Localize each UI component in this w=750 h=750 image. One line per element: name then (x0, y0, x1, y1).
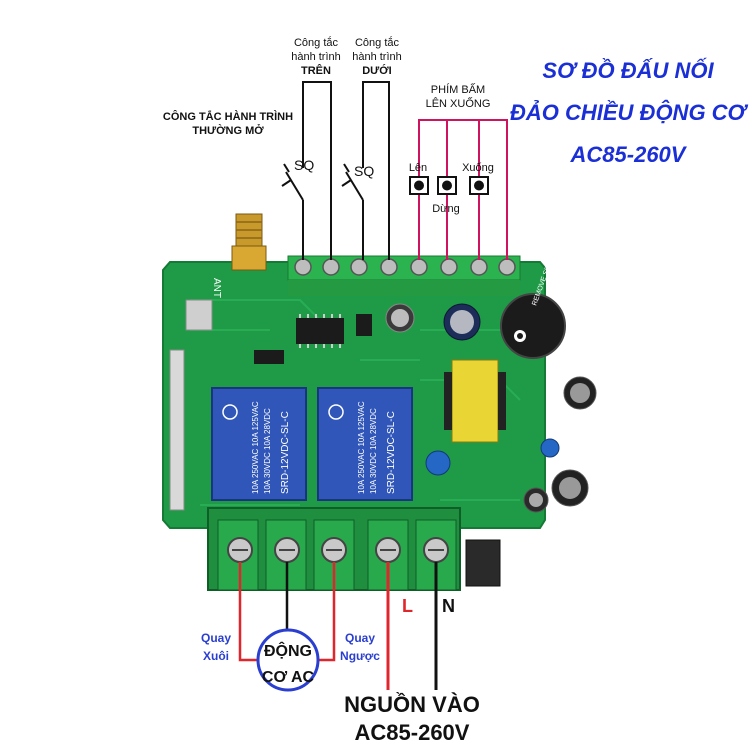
forward-label-1: Quay (201, 631, 231, 645)
relay2-model: SRD-12VDC-SL-C (386, 411, 397, 494)
screw-3 (350, 258, 368, 276)
switch-normally-open-label-2: THƯỜNG MỞ (192, 124, 264, 137)
screw-2 (322, 258, 340, 276)
button-wires (418, 119, 508, 260)
relay1-rating-a: 10A 250VAC 10A 125VAC (251, 401, 260, 494)
switch-bottom-label-1: Công tắc (355, 36, 400, 49)
motor-symbol (256, 628, 320, 692)
relay1-model: SRD-12VDC-SL-C (280, 411, 291, 494)
screw-6 (440, 258, 458, 276)
motor-wires (238, 562, 336, 662)
switch-normally-open-label-1: CÔNG TẮC HÀNH TRÌNH (163, 110, 293, 123)
relay1-rating-b: 10A 30VDC 10A 28VDC (263, 408, 272, 494)
buttons-header-1: PHÍM BẤM (431, 83, 485, 96)
title-line-2: ĐẢO CHIỀU ĐỘNG CƠ (510, 100, 749, 125)
switch-top-label-1: Công tắc (294, 36, 339, 49)
screw-4 (380, 258, 398, 276)
power-input-label-2: AC85-260V (355, 720, 470, 745)
relay-1: SRD-12VDC-SL-C 10A 250VAC 10A 125VAC 10A… (211, 387, 307, 501)
ant-label: ANT (211, 278, 222, 298)
power-labels: L N NGUỒN VÀO AC85-260V (344, 596, 480, 745)
title-line-1: SƠ ĐỒ ĐẤU NỐI (542, 58, 714, 83)
screw-8 (498, 258, 516, 276)
button-down-label: Xuống (462, 162, 494, 174)
button-up-label: Lên (409, 162, 427, 174)
screw-1 (294, 258, 312, 276)
motor-label-2: CƠ AC (262, 669, 315, 686)
screw-7 (470, 258, 488, 276)
switch-labels: Công tắc hành trình TRÊN Công tắc hành t… (163, 36, 402, 179)
switch-bottom-label-2: hành trình (352, 51, 402, 63)
relay2-rating-b: 10A 30VDC 10A 28VDC (369, 408, 378, 494)
button-down-icon (469, 176, 489, 195)
relay-2: SRD-12VDC-SL-C 10A 250VAC 10A 125VAC 10A… (317, 387, 413, 501)
screw-5 (410, 258, 428, 276)
button-labels: PHÍM BẤM LÊN XUỐNG Lên Dừng Xuống (409, 83, 494, 215)
ic-chips (254, 314, 372, 364)
relay2-rating-a: 10A 250VAC 10A 125VAC (357, 401, 366, 494)
switch-top-label-2: hành trình (291, 51, 341, 63)
title-block: SƠ ĐỒ ĐẤU NỐI ĐẢO CHIỀU ĐỘNG CƠ AC85-260… (510, 58, 749, 167)
motor-labels: ĐỘNG CƠ AC Quay Xuôi Quay Ngược (201, 631, 380, 686)
forward-label-2: Xuôi (203, 649, 229, 663)
antenna-connector (231, 213, 267, 271)
top-terminal-screws (294, 258, 516, 276)
switch-bottom-label-3: DƯỚI (362, 64, 392, 77)
button-stop-label: Dừng (432, 203, 460, 215)
reverse-label-2: Ngược (340, 649, 380, 663)
sq-label-2: SQ (354, 163, 374, 179)
switch-top-label-3: TRÊN (301, 64, 331, 77)
buzzer-label: REMOVE SEAL AFTER WASHING (531, 201, 575, 306)
reverse-label-1: Quay (345, 631, 375, 645)
transformer (444, 359, 506, 443)
power-N-label: N (442, 596, 455, 616)
power-L-label: L (402, 596, 413, 616)
title-line-3: AC85-260V (570, 142, 688, 167)
push-buttons (409, 176, 489, 195)
limit-switch-top-symbol (281, 163, 304, 201)
motor-label-1: ĐỘNG (264, 641, 312, 660)
button-stop-icon (437, 176, 457, 195)
limit-switch-bottom-symbol (341, 163, 364, 201)
capacitors (385, 303, 597, 513)
buttons-header-2: LÊN XUỐNG (426, 96, 491, 110)
bottom-terminal-screws (227, 537, 449, 563)
limit-switch-wires (302, 81, 390, 260)
power-input-label-1: NGUỒN VÀO (344, 692, 480, 717)
sq-label-1: SQ (294, 157, 314, 173)
button-up-icon (409, 176, 429, 195)
power-wires (386, 562, 438, 690)
